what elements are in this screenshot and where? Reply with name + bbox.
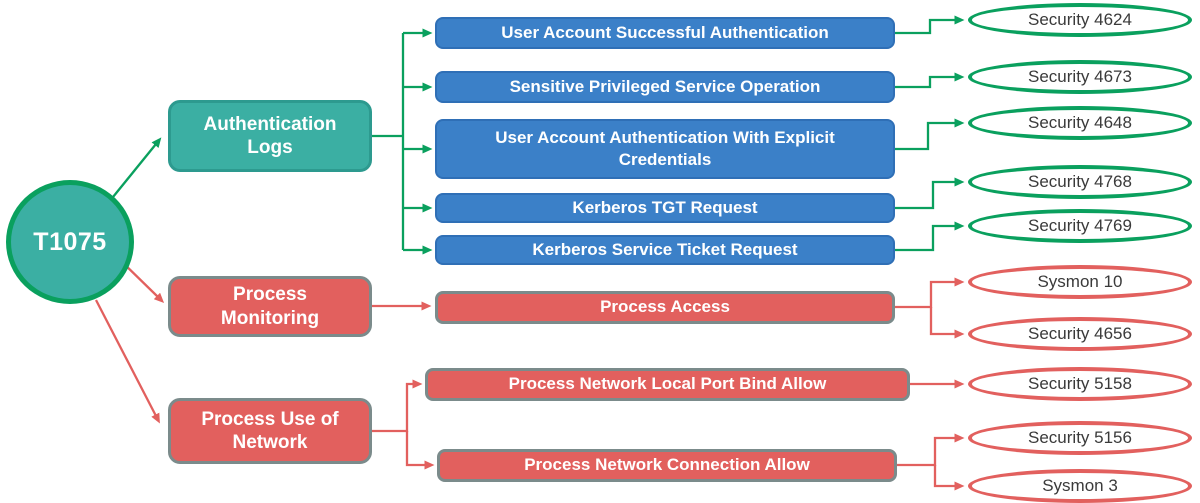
event-security-4673: Security 4673 — [968, 60, 1192, 94]
node-process-network-local-port-bind-allow: Process Network Local Port Bind Allow — [425, 368, 910, 401]
node-user-account-authentication-explicit-credentials-label: User Account Authentication With Explici… — [495, 127, 835, 169]
node-process-use-of-network: Process Use of Network — [168, 398, 372, 464]
node-process-monitoring: Process Monitoring — [168, 276, 372, 337]
node-user-account-successful-authentication: User Account Successful Authentication — [435, 17, 895, 49]
node-user-account-authentication-explicit-credentials: User Account Authentication With Explici… — [435, 119, 895, 179]
edge-root-to-process-use-of-network — [94, 299, 160, 424]
event-security-5156: Security 5156 — [968, 421, 1192, 455]
edge-network-to-connection-allow — [405, 431, 435, 470]
edge-kerberos-tgt-to-security-4768 — [895, 177, 965, 210]
edge-authentication-logs-trunk — [372, 33, 405, 250]
node-process-access: Process Access — [435, 291, 895, 324]
node-kerberos-service-ticket-request-label: Kerberos Service Ticket Request — [532, 239, 798, 259]
edge-root-to-authentication-logs — [112, 137, 162, 198]
node-kerberos-service-ticket-request: Kerberos Service Ticket Request — [435, 235, 895, 265]
edge-network-to-port-bind-allow — [372, 379, 423, 433]
event-security-4624: Security 4624 — [968, 3, 1192, 37]
node-authentication-logs-label: Authentication Logs — [203, 113, 337, 158]
edge-connection-allow-to-sysmon-3 — [933, 465, 965, 491]
event-security-5158: Security 5158 — [968, 367, 1192, 401]
edge-kerberos-service-ticket-to-security-4769 — [895, 221, 965, 252]
edge-explicit-credentials-to-security-4648 — [895, 118, 965, 151]
node-user-account-successful-authentication-label: User Account Successful Authentication — [501, 22, 829, 42]
node-sensitive-privileged-service-operation: Sensitive Privileged Service Operation — [435, 71, 895, 103]
edge-successful-auth-to-security-4624 — [895, 15, 965, 35]
edge-process-access-to-security-4656 — [929, 307, 965, 339]
node-process-network-connection-allow-label: Process Network Connection Allow — [524, 455, 810, 475]
edge-connection-allow-to-security-5156 — [897, 433, 965, 467]
event-security-4769: Security 4769 — [968, 209, 1192, 243]
node-process-monitoring-label: Process Monitoring — [220, 284, 320, 329]
node-kerberos-tgt-request: Kerberos TGT Request — [435, 193, 895, 223]
node-process-network-connection-allow: Process Network Connection Allow — [437, 449, 897, 482]
event-security-4656: Security 4656 — [968, 317, 1192, 351]
node-sensitive-privileged-service-operation-label: Sensitive Privileged Service Operation — [509, 76, 821, 96]
node-process-access-label: Process Access — [600, 297, 730, 317]
node-kerberos-tgt-request-label: Kerberos TGT Request — [572, 197, 758, 217]
edge-privileged-service-to-security-4673 — [895, 72, 965, 89]
event-security-4648: Security 4648 — [968, 106, 1192, 140]
event-sysmon-3: Sysmon 3 — [968, 469, 1192, 503]
node-process-use-of-network-label: Process Use of Network — [201, 408, 339, 453]
node-t1075: T1075 — [6, 180, 134, 304]
event-security-4768: Security 4768 — [968, 165, 1192, 199]
edge-process-access-to-sysmon-10 — [895, 277, 965, 309]
event-sysmon-10: Sysmon 10 — [968, 265, 1192, 299]
node-process-network-local-port-bind-allow-label: Process Network Local Port Bind Allow — [508, 374, 827, 394]
node-authentication-logs: Authentication Logs — [168, 100, 372, 172]
